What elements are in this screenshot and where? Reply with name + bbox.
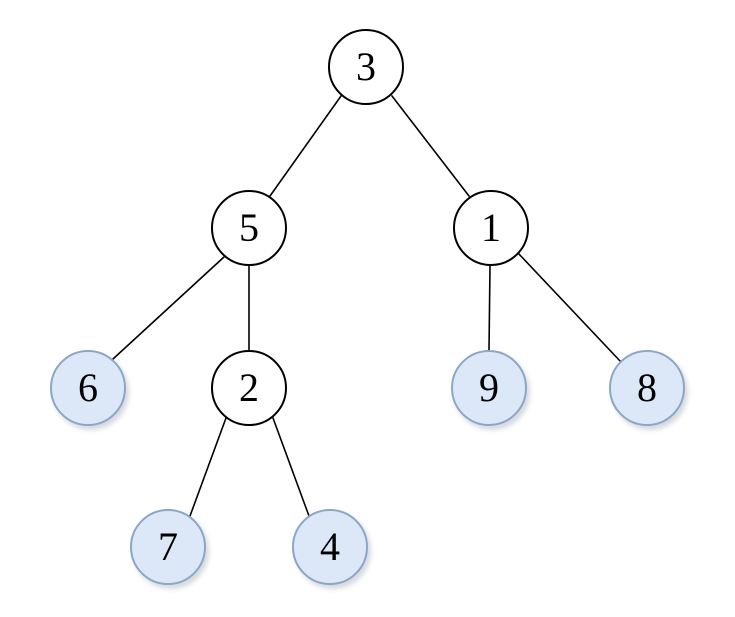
tree-edge-3-5 (269, 95, 342, 197)
tree-edge-5-6 (112, 256, 225, 360)
tree-node-9[interactable]: 9 (451, 350, 527, 426)
tree-node-label: 2 (239, 365, 259, 410)
tree-edge-3-1 (391, 95, 470, 197)
tree-edge-1-9 (488, 265, 491, 351)
tree-node-1[interactable]: 1 (453, 190, 529, 266)
tree-node-label: 5 (239, 205, 259, 250)
tree-edge-2-4 (272, 417, 310, 517)
tree-edge-2-7 (189, 417, 227, 517)
tree-node-label: 3 (356, 44, 376, 89)
tree-node-7[interactable]: 7 (130, 509, 206, 585)
tree-node-4[interactable]: 4 (292, 509, 368, 585)
tree-node-label: 6 (78, 365, 98, 410)
tree-edge-1-8 (517, 252, 622, 363)
tree-node-label: 8 (637, 365, 657, 410)
tree-node-label: 7 (158, 524, 178, 569)
tree-node-5[interactable]: 5 (211, 190, 287, 266)
tree-node-2[interactable]: 2 (211, 350, 287, 426)
tree-node-3[interactable]: 3 (328, 29, 404, 105)
tree-node-8[interactable]: 8 (609, 350, 685, 426)
tree-node-6[interactable]: 6 (50, 350, 126, 426)
tree-node-label: 4 (320, 524, 340, 569)
tree-node-label: 1 (481, 205, 501, 250)
tree-node-label: 9 (479, 365, 499, 410)
